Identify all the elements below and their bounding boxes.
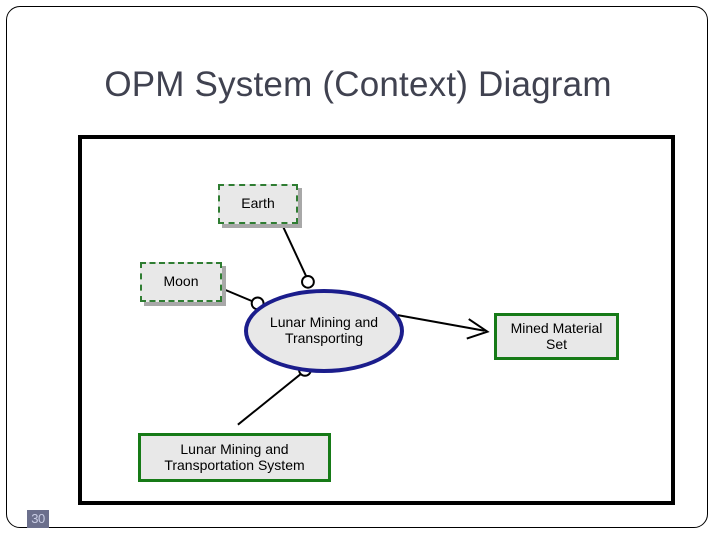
page-number-badge: 30 [27, 510, 49, 528]
moon-agent-link-line [219, 286, 254, 303]
earth-agent-link-circle-icon [301, 274, 315, 289]
opm-node-moon-label: Moon [163, 273, 199, 290]
opm-node-mined-material-set[interactable]: Mined Material Set [494, 313, 619, 360]
opm-node-process-label-line-2: Transporting [284, 330, 364, 346]
opm-node-process-label: Lunar Mining and Transporting [269, 314, 379, 346]
opm-node-moon[interactable]: Moon [140, 262, 222, 302]
opm-node-process-label-line-1: Lunar Mining and [269, 314, 379, 331]
opm-node-lunar-mining-and-transportation-system[interactable]: Lunar Mining and Transportation System [138, 433, 331, 482]
result-link-arrowhead-icon [466, 318, 490, 340]
earth-agent-link-line [282, 226, 308, 279]
opm-node-earth[interactable]: Earth [218, 184, 298, 224]
system-agent-link-line [237, 373, 302, 426]
opm-diagram-frame: Earth Moon Lunar Mining and Transporting… [78, 135, 675, 505]
opm-node-mined-material-set-label: Mined Material Set [510, 319, 603, 352]
slide: OPM System (Context) Diagram Earth Moon … [6, 6, 708, 528]
result-link-line [397, 314, 485, 332]
opm-node-earth-label: Earth [241, 195, 275, 212]
opm-node-system-label-line-2: Transportation System [164, 456, 305, 473]
opm-node-mined-label-line-1: Mined Material [510, 319, 603, 336]
opm-node-system-label: Lunar Mining and Transportation System [164, 440, 305, 473]
opm-node-lunar-mining-and-transporting[interactable]: Lunar Mining and Transporting [244, 289, 404, 373]
page-title: OPM System (Context) Diagram [104, 65, 612, 104]
opm-node-system-label-line-1: Lunar Mining and [180, 440, 289, 457]
opm-node-mined-label-line-2: Set [545, 335, 567, 352]
